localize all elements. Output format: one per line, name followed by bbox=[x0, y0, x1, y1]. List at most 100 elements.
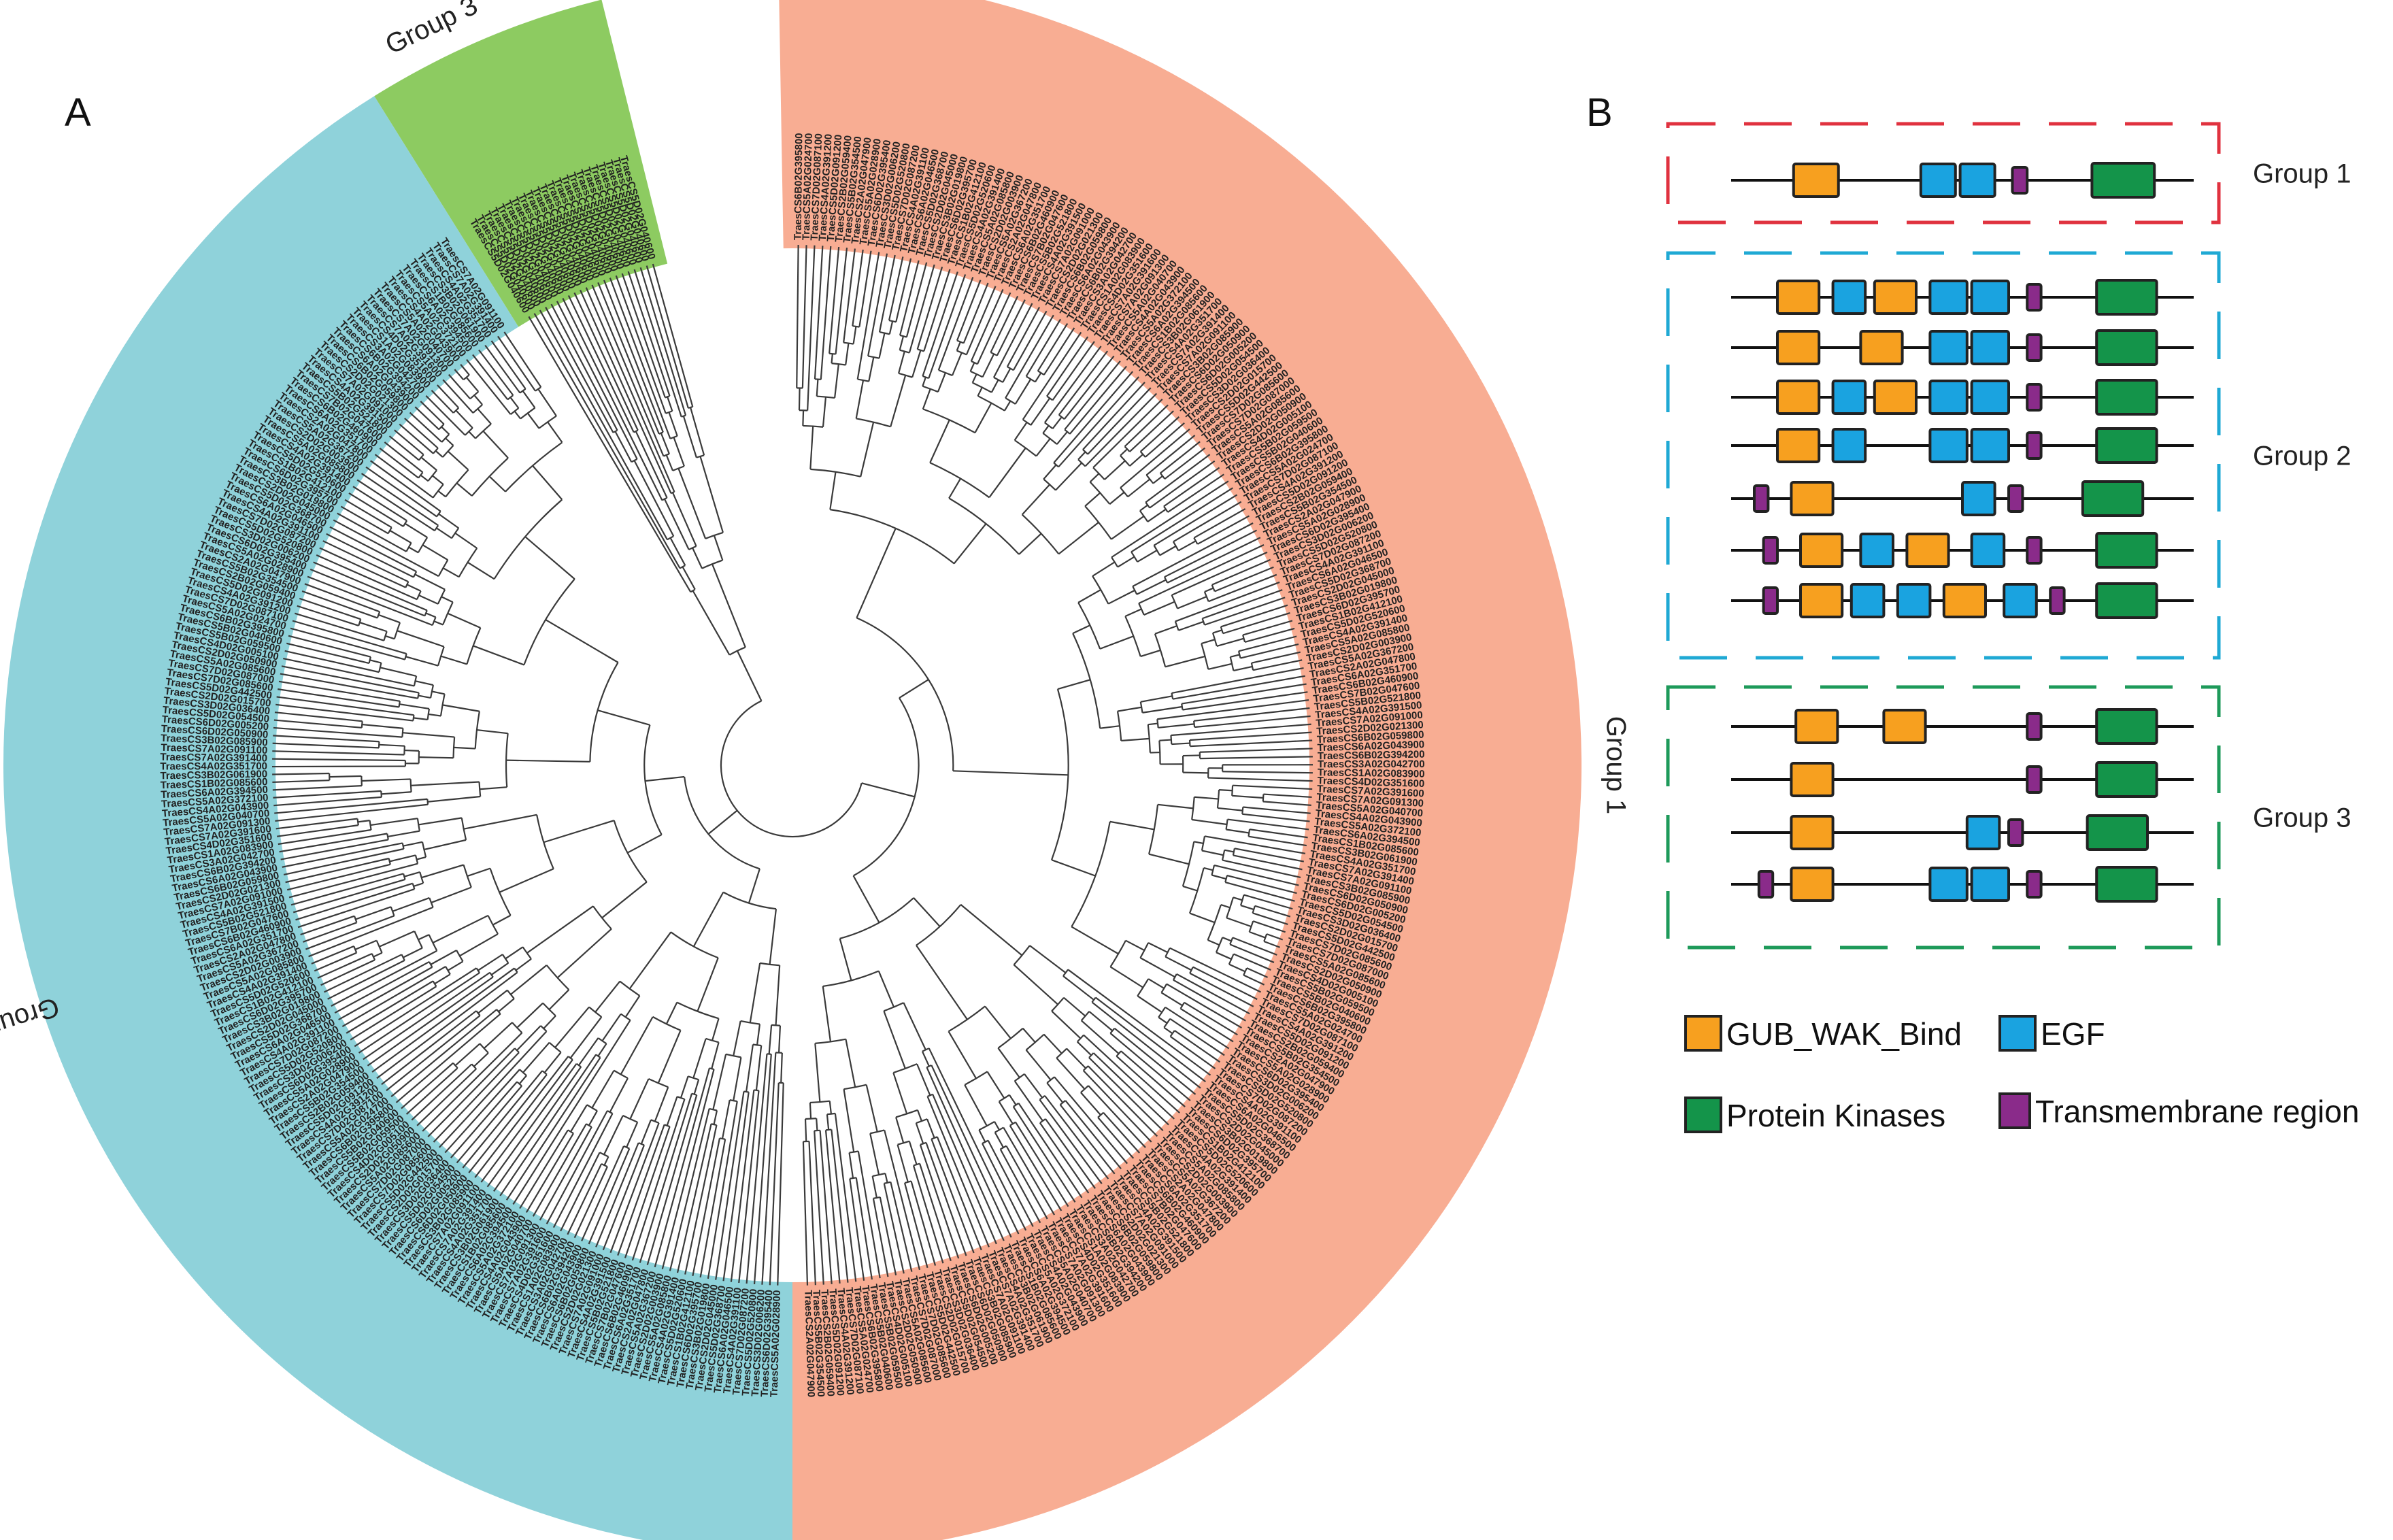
tree-branch bbox=[990, 295, 1019, 353]
tree-branch bbox=[1022, 331, 1082, 420]
tree-branch bbox=[1066, 1048, 1086, 1069]
tree-branch bbox=[1172, 675, 1305, 700]
tree-branch bbox=[1131, 487, 1233, 553]
tree-branch bbox=[801, 245, 807, 388]
tree-branch bbox=[422, 544, 448, 561]
tree-branch bbox=[435, 450, 444, 458]
tree-branch bbox=[515, 958, 532, 971]
tree-branch bbox=[948, 478, 962, 499]
tree-branch bbox=[730, 1090, 755, 1282]
tree-branch bbox=[923, 269, 951, 352]
tree-branch bbox=[919, 1144, 960, 1259]
tree-branch bbox=[499, 1054, 597, 1196]
tree-branch bbox=[595, 980, 621, 1013]
tree-branch bbox=[829, 471, 837, 510]
tree-branch bbox=[671, 492, 697, 547]
domain-gub bbox=[1905, 533, 1950, 568]
protein-architecture-row bbox=[1731, 329, 2194, 366]
tree-branch bbox=[922, 377, 926, 387]
tree-branch bbox=[359, 622, 388, 633]
tree-branch bbox=[822, 986, 832, 1042]
tree-branch bbox=[454, 1043, 481, 1067]
tree-branch bbox=[532, 1123, 587, 1217]
tree-branch bbox=[1136, 579, 1167, 595]
tree-branch bbox=[524, 536, 575, 580]
tree-branch bbox=[829, 1101, 832, 1114]
tree-leaf-label: TraesCS6A02G043900 bbox=[1317, 739, 1424, 754]
tree-branch bbox=[287, 863, 391, 891]
tree-arc bbox=[1077, 458, 1086, 467]
tree-branch bbox=[848, 1152, 854, 1179]
tree-arc bbox=[432, 980, 437, 987]
tree-branch bbox=[274, 712, 363, 722]
tree-branch bbox=[925, 1142, 967, 1256]
tree-branch bbox=[369, 659, 382, 664]
tree-arc bbox=[895, 1109, 918, 1118]
tree-arc bbox=[729, 646, 746, 656]
tree-arc bbox=[418, 454, 424, 461]
tree-branch bbox=[1092, 561, 1116, 577]
tree-branch bbox=[673, 437, 685, 467]
tree-branch bbox=[420, 474, 429, 482]
tree-arc bbox=[638, 1142, 645, 1146]
tree-arc bbox=[428, 934, 438, 952]
domain-egf bbox=[1831, 380, 1867, 415]
tree-arc bbox=[633, 429, 639, 433]
tree-branch bbox=[987, 1140, 1034, 1227]
tree-branch bbox=[1109, 966, 1143, 988]
tree-branch bbox=[1029, 945, 1067, 974]
domain-gub bbox=[1792, 163, 1840, 198]
tree-leaf-label: TraesCS1B02G085600 bbox=[161, 776, 268, 791]
tree-arc bbox=[873, 1196, 881, 1199]
tree-branch bbox=[1062, 975, 1094, 1001]
tree-leaf-label: TraesCS5B02G354500 bbox=[810, 1290, 826, 1397]
tree-arc bbox=[405, 542, 412, 552]
tree-branch bbox=[1082, 1070, 1152, 1143]
tree-branch bbox=[431, 390, 454, 414]
tree-branch bbox=[960, 904, 1023, 956]
tree-branch bbox=[447, 612, 481, 629]
tree-arc bbox=[1189, 967, 1194, 974]
tree-branch bbox=[1189, 912, 1216, 924]
tree-branch bbox=[333, 519, 439, 578]
tree-branch bbox=[899, 260, 920, 336]
tree-band-group1 bbox=[779, 0, 1582, 1540]
tree-branch bbox=[835, 248, 848, 354]
tree-branch bbox=[746, 1054, 768, 1284]
tree-branch bbox=[1176, 973, 1250, 1015]
tree-branch bbox=[1192, 966, 1258, 1001]
tree-branch bbox=[978, 1129, 986, 1143]
tree-branch bbox=[1171, 667, 1304, 694]
tree-branch bbox=[1143, 601, 1175, 616]
domain-tm bbox=[2026, 765, 2043, 794]
tree-branch bbox=[1012, 310, 1048, 371]
tree-branch bbox=[560, 1152, 601, 1232]
tree-branch bbox=[465, 377, 480, 392]
tree-branch bbox=[736, 650, 763, 701]
tree-branch bbox=[300, 915, 355, 936]
tree-branch bbox=[861, 782, 915, 798]
tree-leaf-label: TraesCS4A02G351700 bbox=[160, 760, 267, 772]
tree-arc bbox=[456, 950, 464, 962]
tree-branch bbox=[890, 1182, 913, 1272]
tree-branch bbox=[715, 1091, 745, 1280]
tree-branch bbox=[488, 475, 506, 492]
tree-branch bbox=[868, 356, 875, 382]
tree-branch bbox=[1014, 378, 1032, 405]
domain-frame-group-2 bbox=[1666, 251, 2221, 660]
tree-arc bbox=[424, 609, 428, 616]
tree-arc bbox=[469, 390, 480, 400]
tree-branch bbox=[1165, 1006, 1230, 1050]
tree-branch bbox=[1220, 903, 1231, 909]
tree-arc bbox=[540, 1025, 548, 1032]
tree-arc bbox=[913, 1162, 920, 1167]
tree-branch bbox=[677, 468, 707, 539]
tree-branch bbox=[404, 418, 439, 449]
tree-arc bbox=[546, 965, 570, 990]
tree-band-group3 bbox=[374, 0, 668, 327]
tree-branch bbox=[1109, 491, 1125, 505]
tree-branch bbox=[433, 1052, 520, 1143]
tree-arc bbox=[1226, 897, 1235, 918]
tree-branch bbox=[509, 397, 520, 409]
tree-branch bbox=[1117, 706, 1142, 712]
